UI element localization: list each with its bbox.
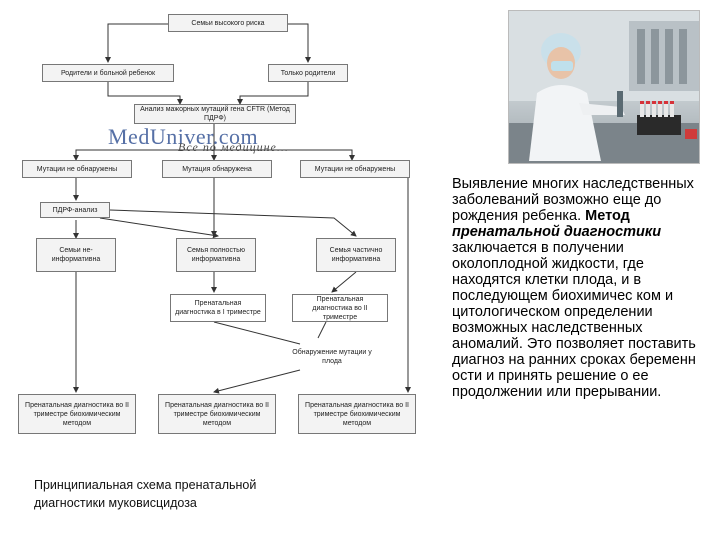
lab-technician-photo (508, 10, 700, 164)
intro-text: Выявление многих наследственных заболева… (452, 176, 694, 224)
node-family-partially-informative: Семья частично информативна (316, 238, 396, 272)
connector (213, 369, 301, 394)
method-name: пренатальной диагностики (452, 224, 662, 240)
node-mutation-found: Мутация обнаружена (162, 160, 272, 178)
node-mutation-not-found-left: Мутации не обнаружены (22, 160, 132, 178)
description-text: Выявление многих наследственных заболева… (452, 176, 704, 400)
connector (73, 122, 215, 161)
caption-line-1: Принципиальная схема пренатальной (34, 478, 257, 492)
watermark-slogan: Все по медицине... (178, 140, 289, 154)
node-pdrf-analysis: ПДРФ-анализ (40, 202, 110, 218)
node-parents-only: Только родители (268, 64, 348, 82)
connector (107, 82, 183, 105)
node-prenatal-biochemical-middle: Пренатальная диагностика во II триместре… (158, 394, 276, 434)
method-description: заключается в получении околоплодной жид… (452, 240, 696, 400)
node-high-risk-families: Семьи высокого риска (168, 14, 288, 32)
connector (109, 209, 357, 237)
node-mutation-not-found-right: Мутации не обнаружены (300, 160, 410, 178)
caption-line-2: диагностики муковисцидоза (34, 496, 197, 510)
node-fetal-mutation-detected: Обнаружение мутации у плода (292, 349, 372, 365)
connector (288, 23, 311, 63)
node-cftr-analysis: Анализ мажорных мутаций гена CFTR (Метод… (134, 104, 296, 124)
watermark-logo: MedUniver.com (108, 124, 259, 149)
node-prenatal-biochemical-right: Пренатальная диагностика во II триместре… (298, 394, 416, 434)
connector (99, 217, 219, 239)
node-prenatal-second-trimester: Пренатальная диагностика во II триместре (292, 294, 388, 322)
method-label: Метод (585, 208, 630, 224)
node-family-noninformative: Семьи не-информативна (36, 238, 116, 272)
connector (105, 23, 168, 63)
connector (213, 321, 301, 345)
connector (331, 271, 357, 293)
diagram-caption: Принципиальная схема пренатальной диагно… (34, 476, 334, 512)
node-parents-and-child: Родители и больной ребенок (42, 64, 174, 82)
photo-illustration (509, 11, 699, 163)
node-prenatal-biochemical-left: Пренатальная диагностика во II триместре… (18, 394, 136, 434)
connector (214, 149, 355, 161)
node-family-fully-informative: Семья полностью информативна (176, 238, 256, 272)
node-prenatal-first-trimester: Пренатальная диагностика в I триместре (170, 294, 266, 322)
connector (317, 321, 327, 339)
connector (237, 82, 309, 105)
